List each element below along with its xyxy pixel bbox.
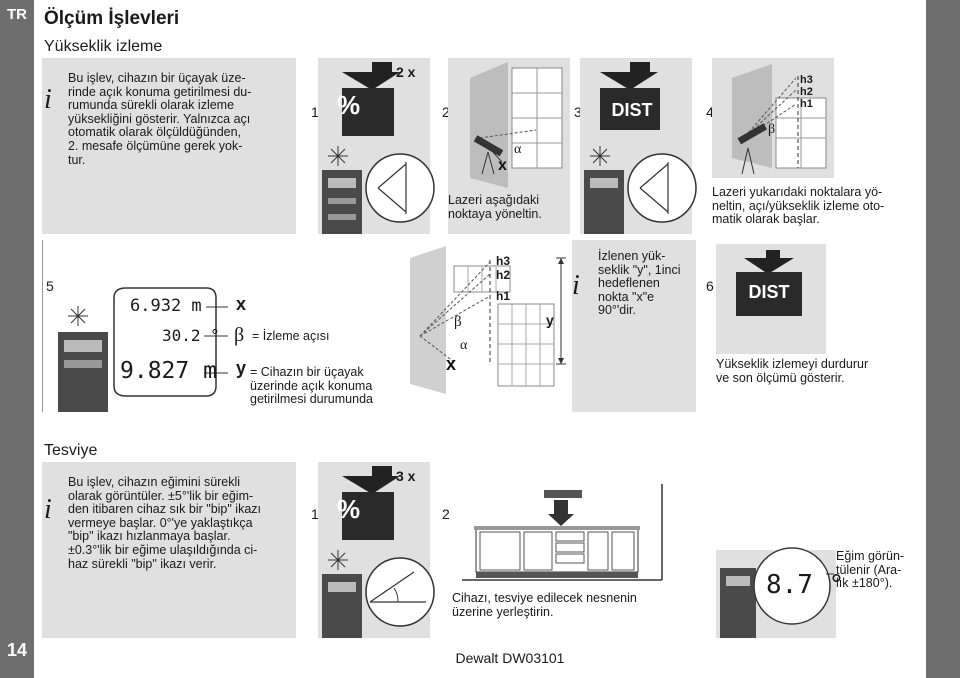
dist-key: DIST <box>748 282 790 302</box>
level-display-caption: Eğim görün- tülenir (Ara- lık ±180°). <box>836 549 905 591</box>
right-margin-bar <box>926 0 960 678</box>
alpha-label: α <box>514 142 522 157</box>
step4-caption: Lazeri yukarıdaki noktalara yö- neltin, … <box>712 185 885 227</box>
info-icon: i <box>44 84 52 115</box>
page-number: 14 <box>6 640 28 660</box>
svg-text:x: x <box>446 354 456 374</box>
percent-key: % <box>337 494 361 524</box>
y-symbol: y <box>236 358 247 378</box>
info-panel-leveling <box>42 462 296 638</box>
press-count: 3 x <box>396 468 416 484</box>
step-number: 2 <box>442 104 450 120</box>
page-title: Ölçüm İşlevleri <box>44 8 180 29</box>
step5-display-illustration <box>58 287 228 412</box>
language-tab: TR <box>7 6 27 23</box>
dist-key: DIST <box>611 100 653 120</box>
height-tracking-diagram: x <box>410 246 566 394</box>
x-symbol: x <box>236 294 247 314</box>
display-line-3: 9.827 m <box>120 358 217 384</box>
level-step2-caption: Cihazı, tesviye edilecek nesnenin üzerin… <box>452 591 637 619</box>
height-info-text: Bu işlev, cihazın bir üçayak üze- rinde … <box>68 71 252 167</box>
beta-description: = İzleme açısı <box>252 329 330 343</box>
step6-key-illustration <box>716 244 826 354</box>
height-point-labels: h3 h2 <box>496 254 511 282</box>
y-description: = Cihazın bir üçayak üzerinde açık konum… <box>250 365 373 407</box>
step-number: 3 <box>574 104 582 120</box>
level-display-value: 8.7 ° <box>766 570 845 600</box>
step6-caption: Yükseklik izlemeyi durdurur ve son ölçüm… <box>716 357 869 385</box>
step-number: 5 <box>46 278 54 294</box>
level-display-illustration <box>716 547 836 638</box>
step-number: 6 <box>706 278 714 294</box>
step4-wall-illustration <box>712 58 834 178</box>
press-count: 2 x <box>396 64 416 80</box>
section-heading-height-tracking: Yükseklik izleme <box>44 38 163 55</box>
beta-label: β <box>454 314 462 330</box>
divider <box>42 240 43 412</box>
info-panel-height <box>42 58 296 234</box>
cabinet-illustration <box>462 484 663 581</box>
star-icon <box>68 306 88 326</box>
star-icon <box>328 550 348 570</box>
step-number: 1 <box>311 104 319 120</box>
footer-model: Dewalt DW03101 <box>455 650 565 666</box>
leveling-info-text: Bu işlev, cihazın eğimini sürekli olarak… <box>68 475 261 571</box>
percent-key: % <box>337 90 361 120</box>
info-icon: i <box>44 494 52 525</box>
h1-label: h1 <box>496 289 511 303</box>
star-icon <box>590 146 610 166</box>
step-number: 2 <box>442 506 450 522</box>
level-step1-illustration <box>318 462 435 638</box>
y-dimension-label: y <box>546 312 554 328</box>
beta-symbol: β <box>234 324 245 346</box>
step-number: 1 <box>311 506 319 522</box>
alpha-label: α <box>460 338 468 353</box>
step1-device-illustration <box>318 58 435 234</box>
beta-label: β <box>768 122 776 137</box>
info-icon: i <box>572 270 580 301</box>
section-heading-leveling: Tesviye <box>44 442 98 459</box>
step-number: 4 <box>706 104 714 120</box>
step3-device-illustration <box>580 58 697 234</box>
left-margin-bar <box>0 0 34 678</box>
display-line-1: 6.932 m <box>130 296 202 316</box>
svg-text:x: x <box>498 157 507 174</box>
height-point-labels: h3 h2 h1 <box>800 74 813 110</box>
note-text: İzlenen yük- seklik "y", 1inci hedeflene… <box>598 249 681 318</box>
note-panel <box>572 240 696 412</box>
display-line-2: 30.2 ° <box>162 326 220 345</box>
step2-caption: Lazeri aşağıdaki noktaya yöneltin. <box>448 193 542 221</box>
star-icon <box>328 146 348 166</box>
step2-wall-illustration: x <box>448 58 570 234</box>
